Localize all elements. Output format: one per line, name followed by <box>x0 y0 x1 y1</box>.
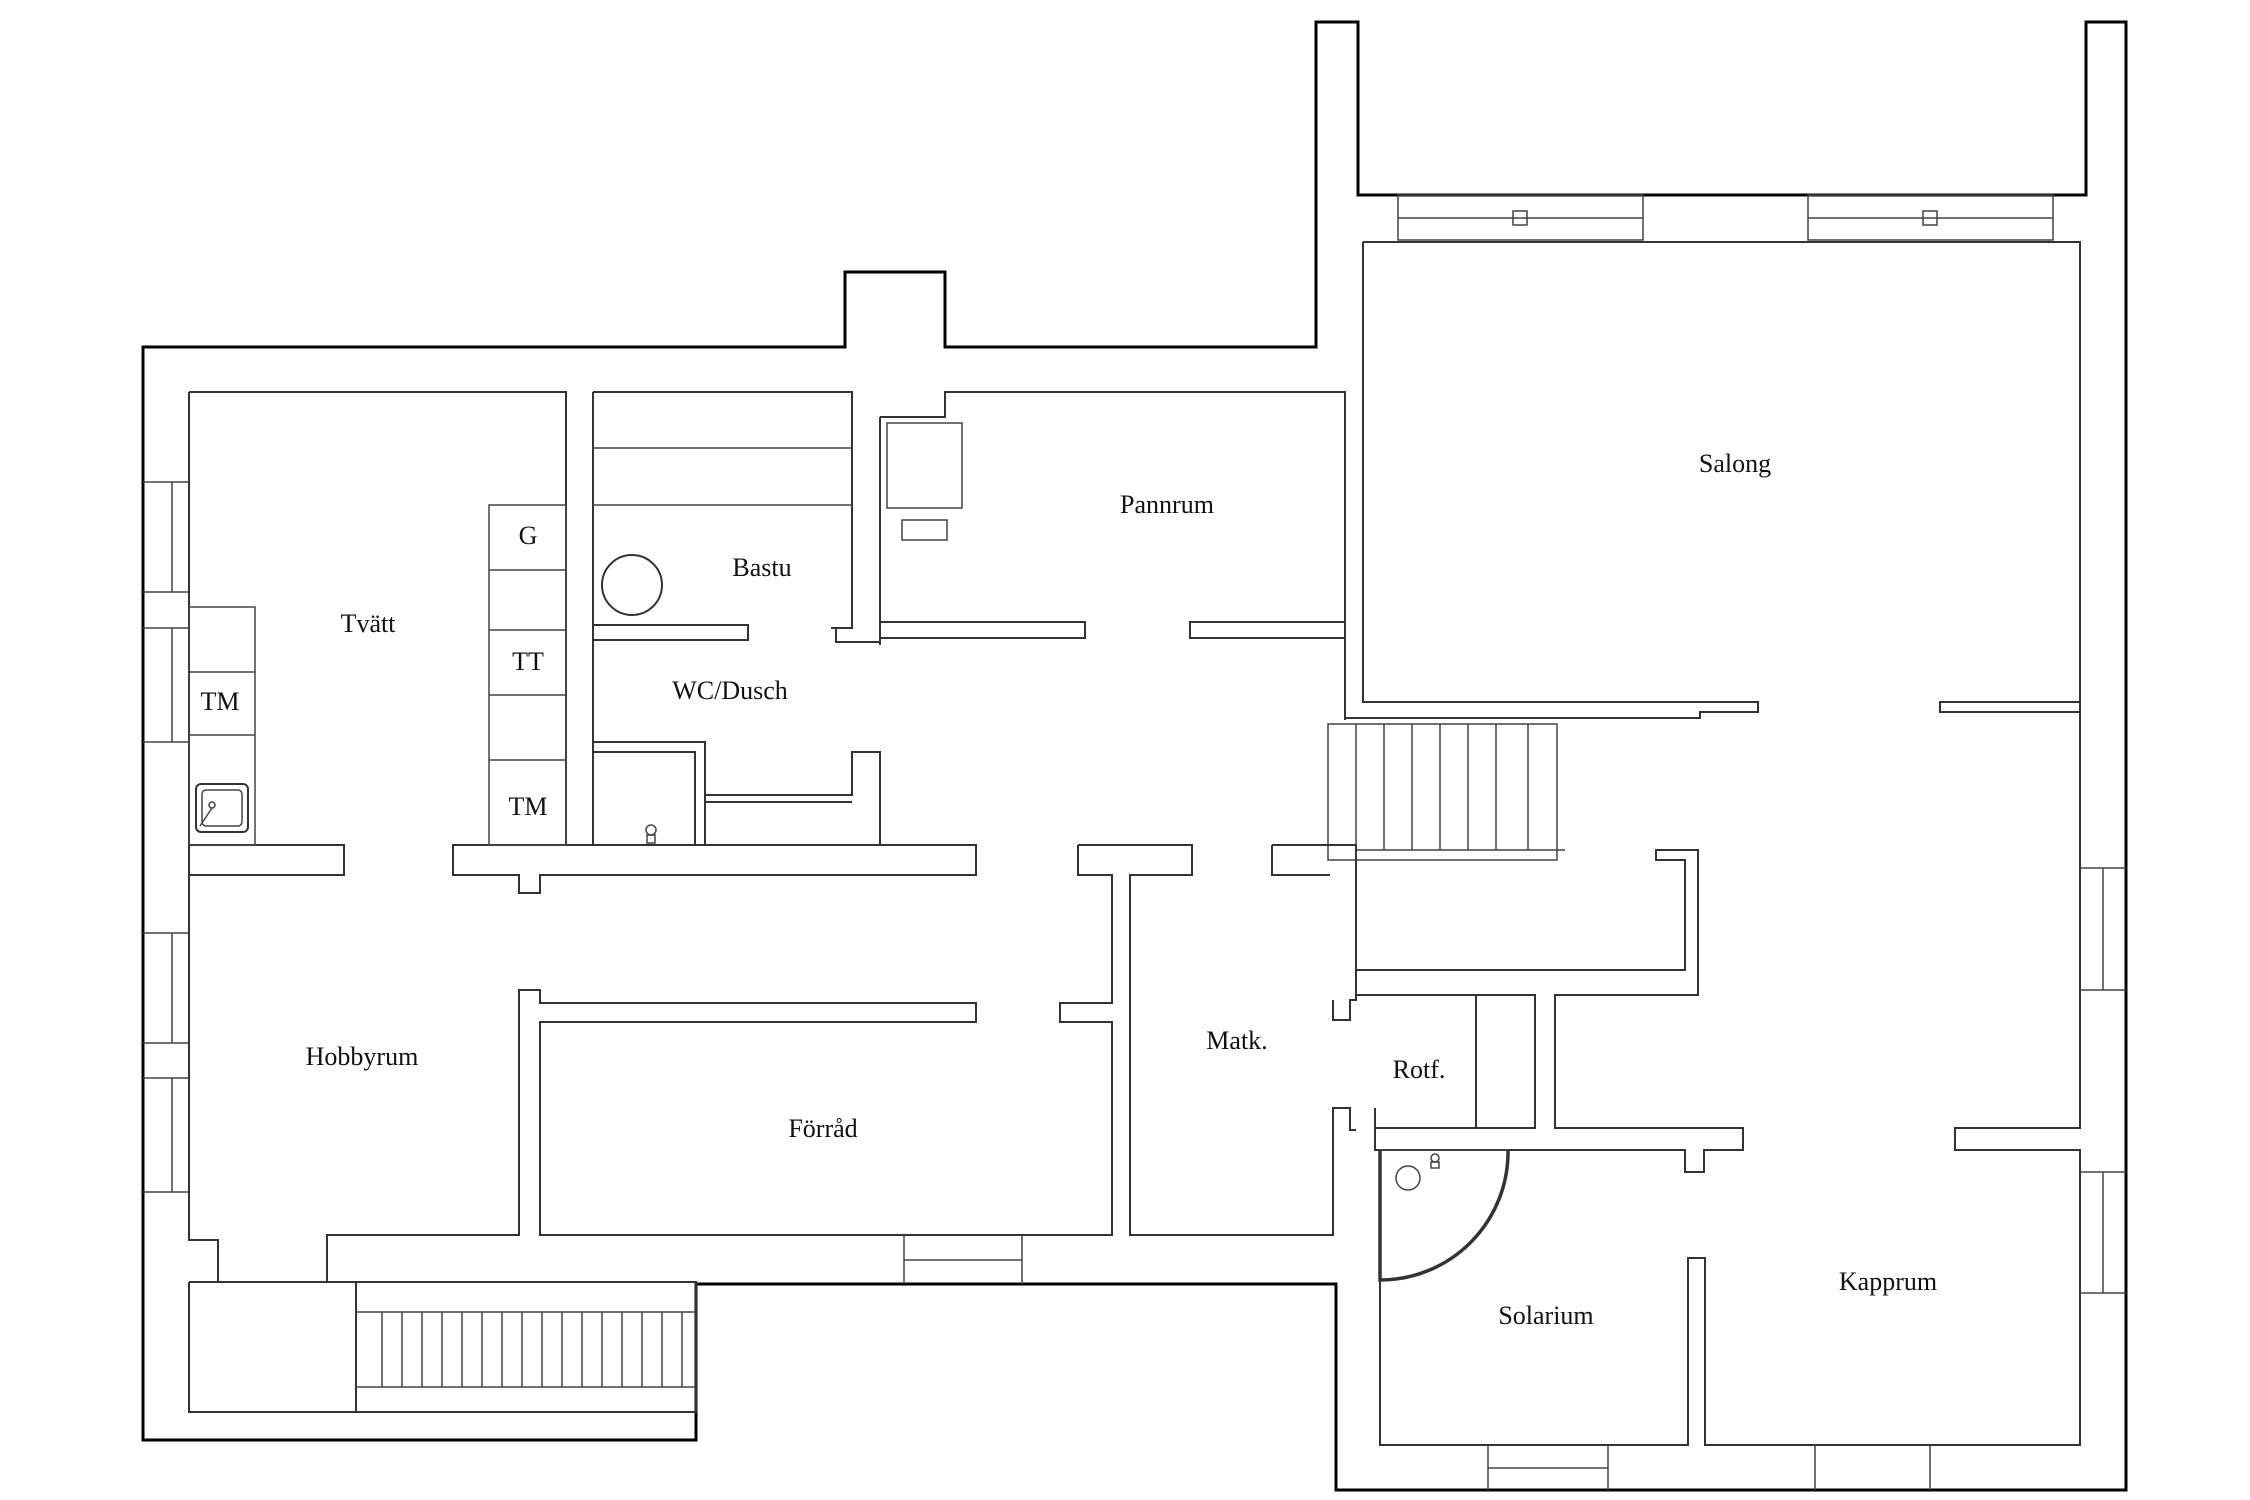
salong-walls <box>1345 241 2081 719</box>
sauna-stove-icon <box>601 554 663 616</box>
appliance-label-tm-right: TM <box>509 792 548 821</box>
sink-icon <box>195 783 249 833</box>
room-label-wc-dusch: WC/Dusch <box>672 676 788 705</box>
left-inner-wall <box>188 392 356 1413</box>
room-label-bastu: Bastu <box>732 553 791 582</box>
boiler-icon <box>886 422 963 541</box>
right-walls <box>1379 712 2081 1446</box>
room-label-rotf: Rotf. <box>1393 1055 1446 1084</box>
bottom-right-windows <box>1487 1445 1931 1490</box>
appliance-label-g: G <box>519 521 538 550</box>
room-label-matk: Matk. <box>1206 1026 1267 1055</box>
rotf-walls <box>1356 994 1536 1129</box>
solarium-door <box>1378 1149 1510 1282</box>
bastu-walls <box>592 391 881 845</box>
room-label-pannrum: Pannrum <box>1120 490 1214 519</box>
appliance-label-tt: TT <box>512 647 544 676</box>
stair-middle <box>1327 723 1565 861</box>
appliance-label-tm-left: TM <box>201 687 240 716</box>
toilet-icon <box>645 824 657 844</box>
room-label-tvatt: Tvätt <box>341 609 397 638</box>
salong-windows <box>1397 194 2054 241</box>
left-windows <box>143 481 189 1193</box>
tvatt-counter <box>188 606 256 846</box>
room-label-hobbyrum: Hobbyrum <box>306 1042 419 1071</box>
corridor-walls <box>326 844 1356 1282</box>
stair-bottom-left <box>189 1281 697 1413</box>
right-windows <box>2080 867 2126 1294</box>
matk-walls <box>1271 844 1744 1173</box>
wc-walls <box>593 741 881 845</box>
forrad-window <box>903 1235 1023 1284</box>
room-label-forrad: Förråd <box>788 1114 857 1143</box>
appliance-column <box>488 504 567 846</box>
room-label-solarium: Solarium <box>1498 1301 1593 1330</box>
bastu-benches <box>593 447 852 506</box>
pannrum-walls <box>879 391 1346 720</box>
room-label-salong: Salong <box>1699 449 1771 478</box>
room-label-kapprum: Kapprum <box>1839 1267 1937 1296</box>
